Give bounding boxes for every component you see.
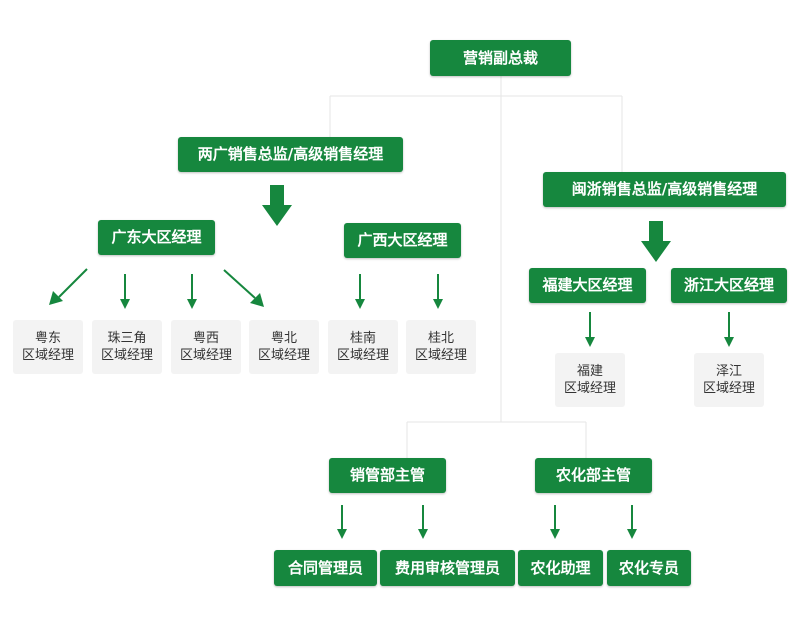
arrow-to-yuebei xyxy=(223,269,256,299)
connector-lines xyxy=(329,76,623,458)
area-role: 区域经理 xyxy=(257,348,310,363)
area-manager-guibei: 桂北 区域经理 xyxy=(406,320,476,374)
area-manager-yuedong: 粤东 区域经理 xyxy=(13,320,83,374)
area-role: 区域经理 xyxy=(414,348,467,363)
area-name: 珠三角 xyxy=(107,331,147,346)
arrow-to-expense-audit-admin-head xyxy=(418,529,428,539)
area-manager-zejiang: 泽江 区域经理 xyxy=(694,353,764,407)
area-manager-fujian: 福建 区域经理 xyxy=(555,353,625,407)
area-name: 粤西 xyxy=(192,331,219,346)
area-name: 泽江 xyxy=(715,364,742,379)
arrow-to-contract-admin-head xyxy=(337,529,347,539)
arrow-to-yuedong-head xyxy=(49,291,63,305)
arrow-to-yuebei-head xyxy=(250,293,264,307)
area-role: 区域经理 xyxy=(100,348,153,363)
area-role: 区域经理 xyxy=(702,381,755,396)
arrow-to-guinan-head xyxy=(355,299,365,309)
area-role: 区域经理 xyxy=(179,348,232,363)
arrow-to-fujian-area-head xyxy=(585,337,595,347)
agri-supervisor-node: 农化部主管 xyxy=(535,458,652,493)
arrow-to-guibei-head xyxy=(433,299,443,309)
block-arrows xyxy=(262,185,671,262)
arrow-to-agri-assistant-head xyxy=(550,529,560,539)
fujian-region-manager-node: 福建大区经理 xyxy=(529,268,646,303)
area-manager-yuexi: 粤西 区域经理 xyxy=(171,320,241,374)
area-role: 区域经理 xyxy=(336,348,389,363)
big-arrow-down-fujian-zhejiang xyxy=(641,221,671,262)
arrow-to-yuedong xyxy=(58,268,88,298)
vp-node: 营销副总裁 xyxy=(430,40,571,76)
guangxi-region-manager-node: 广西大区经理 xyxy=(344,223,461,258)
area-manager-zhusanjiao: 珠三角 区域经理 xyxy=(92,320,162,374)
arrow-to-yuexi-head xyxy=(187,299,197,309)
area-name: 粤东 xyxy=(34,331,61,346)
thin-arrows xyxy=(49,268,734,539)
arrow-to-zejiang-area-head xyxy=(724,337,734,347)
area-role: 区域经理 xyxy=(21,348,74,363)
agri-specialist-node: 农化专员 xyxy=(607,550,691,586)
contract-admin-node: 合同管理员 xyxy=(274,550,377,586)
agri-assistant-node: 农化助理 xyxy=(518,550,603,586)
arrow-to-agri-specialist-head xyxy=(627,529,637,539)
guangdong-region-manager-node: 广东大区经理 xyxy=(98,220,215,255)
area-manager-yuebei: 粤北 区域经理 xyxy=(249,320,319,374)
expense-audit-admin-node: 费用审核管理员 xyxy=(380,550,515,586)
arrow-to-zhusanjiao-head xyxy=(120,299,130,309)
fujian-zhejiang-director-node: 闽浙销售总监/高级销售经理 xyxy=(543,172,786,207)
zhejiang-region-manager-node: 浙江大区经理 xyxy=(671,268,787,303)
area-name: 福建 xyxy=(576,364,603,379)
guangdong-guangxi-director-node: 两广销售总监/高级销售经理 xyxy=(178,137,403,172)
area-name: 粤北 xyxy=(270,331,297,346)
area-name: 桂南 xyxy=(349,331,376,346)
sales-admin-supervisor-node: 销管部主管 xyxy=(329,458,446,493)
area-name: 桂北 xyxy=(427,331,454,346)
area-role: 区域经理 xyxy=(563,381,616,396)
area-manager-guinan: 桂南 区域经理 xyxy=(328,320,398,374)
big-arrow-down-guangdong-guangxi xyxy=(262,185,292,226)
